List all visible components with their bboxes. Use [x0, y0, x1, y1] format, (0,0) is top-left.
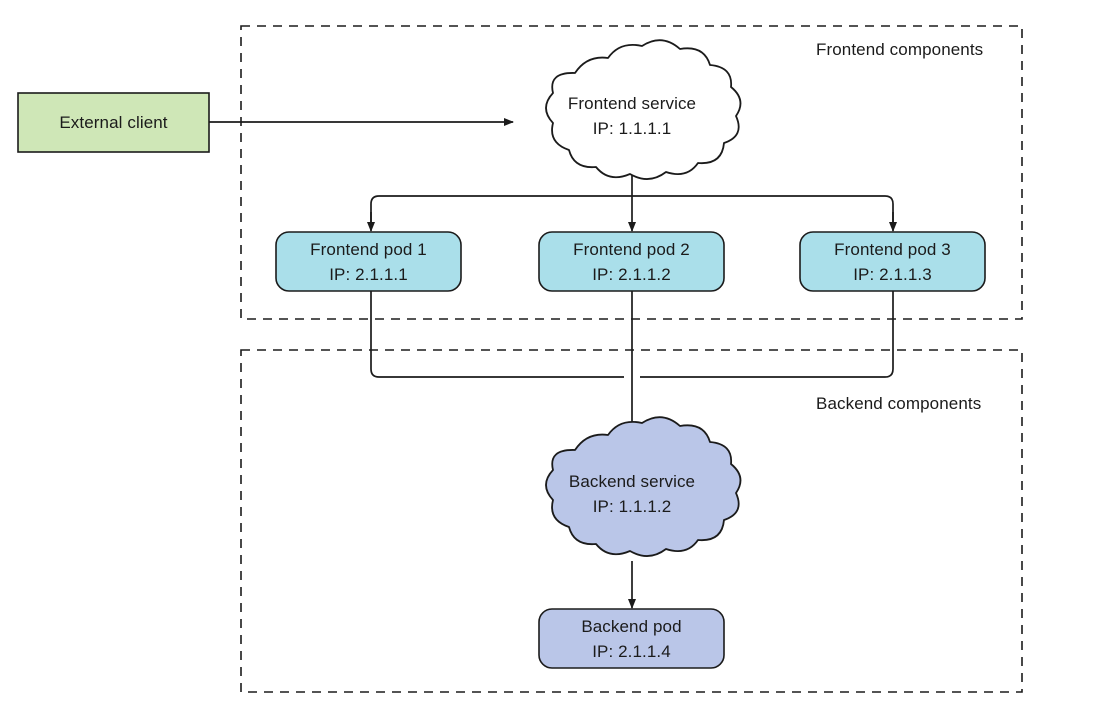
edge-frontend-pod-3-to-backend-bus: [640, 291, 894, 378]
frontend-pod-1-box[interactable]: [275, 231, 462, 292]
edge-frontend-pod-1-to-backend-bus: [370, 291, 624, 378]
frontend-service-cloud[interactable]: [545, 39, 742, 180]
backend-service-cloud[interactable]: [545, 416, 742, 557]
frontend-pod-3-box[interactable]: [799, 231, 986, 292]
frontend-pod-2-box[interactable]: [538, 231, 725, 292]
backend-group-label: Backend components: [816, 394, 982, 413]
frontend-group-label: Frontend components: [816, 40, 984, 59]
external-client-box[interactable]: [17, 92, 210, 153]
backend-pod-box[interactable]: [538, 608, 725, 669]
